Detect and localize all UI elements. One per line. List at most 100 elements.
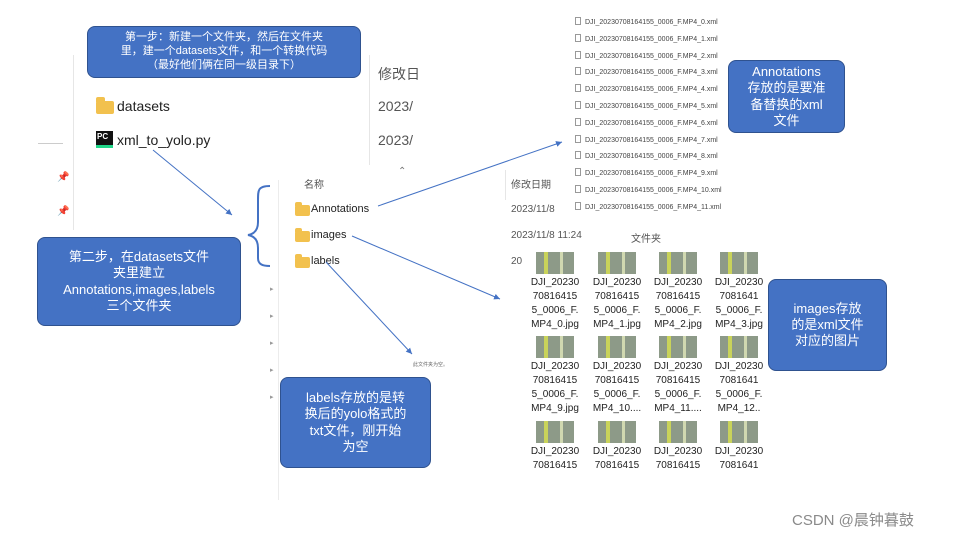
xml-file-row[interactable]: DJI_20230708164155_0006_F.MP4_7.xml [575, 134, 718, 144]
file-icon [575, 168, 581, 177]
xml-file-name: DJI_20230708164155_0006_F.MP4_4.xml [585, 86, 718, 94]
image-thumbnail [659, 336, 697, 358]
xml-file-name: DJI_20230708164155_0006_F.MP4_11.xml [585, 203, 722, 211]
xml-file-row[interactable]: DJI_20230708164155_0006_F.MP4_2.xml [575, 50, 718, 60]
xml-file-name: DJI_20230708164155_0006_F.MP4_1.xml [585, 35, 718, 43]
tree-expand-icon[interactable]: ▸ [270, 367, 274, 374]
tree-expand-icon[interactable]: ▸ [270, 340, 274, 347]
tree-expand-icon[interactable]: ▸ [270, 286, 274, 293]
image-thumbnail [659, 421, 697, 443]
folder-icon [96, 97, 114, 114]
folder-date: 20 [511, 256, 523, 267]
xml-file-row[interactable]: DJI_20230708164155_0006_F.MP4_4.xml [575, 84, 718, 93]
xml-file-row[interactable]: DJI_20230708164155_0006_F.MP4_9.xml [575, 168, 718, 177]
image-file-name: DJI_20230 70816415 5_0006_F. MP4_10.... [592, 361, 642, 414]
xml-file-name: DJI_20230708164155_0006_F.MP4_0.xml [585, 19, 718, 26]
explorer2-left-border [278, 180, 279, 500]
xml-file-row[interactable]: DJI_20230708164155_0006_F.MP4_6.xml [575, 117, 718, 127]
xml-file-name: DJI_20230708164155_0006_F.MP4_9.xml [585, 170, 718, 178]
xml-file-row[interactable]: DJI_20230708164155_0006_F.MP4_1.xml [575, 33, 718, 43]
column-header-date[interactable]: 修改日期 [511, 180, 551, 191]
callout-images: images存放 的是xml文件 对应的图片 [768, 279, 887, 371]
image-file-name: DJI_20230 7081641 5_0006_F. MP4_3.jpg [714, 277, 764, 330]
file-row-xml-to-yolo[interactable]: xml_to_yolo.py [117, 132, 211, 148]
folder-row-labels[interactable]: labels [311, 255, 340, 267]
image-file-name: DJI_20230 70816415 5_0006_F. MP4_9.jpg [530, 361, 580, 414]
image-thumbnail [536, 421, 574, 443]
python-file-icon: PC [96, 131, 113, 148]
pin-icon[interactable]: 📌 [57, 172, 70, 183]
column-divider [505, 170, 506, 200]
file-row-datasets[interactable]: datasets [117, 98, 170, 114]
image-thumbnail [536, 336, 574, 358]
xml-file-row[interactable]: DJI_20230708164155_0006_F.MP4_3.xml [575, 67, 718, 76]
py-icon-text: PC [97, 132, 109, 141]
xml-file-row[interactable]: DJI_20230708164155_0006_F.MP4_10.xml [575, 185, 722, 194]
image-thumbnail [536, 252, 574, 274]
image-thumbnail [720, 336, 758, 358]
image-thumbnail [598, 421, 636, 443]
callout-annotations: Annotations 存放的是要准 备替换的xml 文件 [728, 60, 845, 133]
image-file-name: DJI_20230 70816415 [653, 446, 703, 468]
image-file-name: DJI_20230 70816415 5_0006_F. MP4_1.jpg [592, 277, 642, 330]
folder-row-images[interactable]: images [311, 229, 347, 241]
explorer-left-line [38, 143, 63, 144]
file-icon [575, 50, 581, 59]
image-thumbnail [598, 252, 636, 274]
arrow-step1 [152, 149, 233, 216]
file-icon [575, 84, 581, 93]
xml-file-name: DJI_20230708164155_0006_F.MP4_7.xml [585, 136, 718, 144]
arrow-images [351, 235, 501, 300]
xml-file-name: DJI_20230708164155_0006_F.MP4_10.xml [585, 187, 722, 194]
image-thumbnail [720, 252, 758, 274]
image-thumbnail [720, 421, 758, 443]
arrow-annotations [377, 141, 563, 207]
file-icon [575, 151, 581, 160]
explorer-divider [369, 55, 370, 165]
image-file-name: DJI_20230 70816415 [592, 446, 642, 468]
file-icon [575, 201, 581, 210]
xml-file-row[interactable]: DJI_20230708164155_0006_F.MP4_11.xml [575, 201, 722, 211]
file-icon [575, 67, 581, 76]
tree-expand-icon[interactable]: ▸ [270, 394, 274, 401]
xml-file-name: DJI_20230708164155_0006_F.MP4_5.xml [585, 103, 718, 110]
image-thumbnail [659, 252, 697, 274]
xml-file-row[interactable]: DJI_20230708164155_0006_F.MP4_8.xml [575, 151, 718, 160]
callout-step1: 第一步：新建一个文件夹，然后在文件夹 里，建一个datasets文件，和一个转换… [87, 26, 361, 78]
empty-folder-text: 此文件夹为空。 [413, 362, 449, 368]
image-file-name: DJI_20230 70816415 5_0006_F. MP4_0.jpg [530, 277, 580, 330]
image-file-name: DJI_20230 7081641 5_0006_F. MP4_12.. [714, 361, 764, 414]
tree-expand-icon[interactable]: ▸ [270, 313, 274, 320]
file-icon [575, 134, 581, 143]
image-file-name: DJI_20230 70816415 [530, 446, 580, 468]
file-icon [575, 17, 581, 25]
file-row-date: 2023/ [378, 98, 414, 114]
sort-chevron-icon: ⌃ [398, 166, 407, 177]
image-file-name: DJI_20230 70816415 5_0006_F. MP4_11.... [653, 361, 703, 414]
callout-labels: labels存放的是转 换后的yolo格式的 txt文件，刚开始 为空 [280, 377, 431, 468]
xml-file-name: DJI_20230708164155_0006_F.MP4_6.xml [585, 119, 718, 127]
file-row-date: 2023/ [378, 132, 414, 148]
pin-icon[interactable]: 📌 [57, 206, 70, 217]
arrow-labels [325, 261, 413, 355]
image-file-name: DJI_20230 7081641 [714, 446, 764, 468]
folder-type: 文件夹 [631, 234, 661, 245]
file-icon [575, 117, 581, 126]
xml-file-name: DJI_20230708164155_0006_F.MP4_3.xml [585, 69, 718, 77]
folder-date: 2023/11/8 [511, 204, 555, 215]
brace [247, 185, 271, 267]
xml-file-row[interactable]: DJI_20230708164155_0006_F.MP4_0.xml [575, 17, 718, 26]
file-icon [575, 101, 581, 109]
image-thumbnail [598, 336, 636, 358]
folder-date: 2023/11/8 11:24 [511, 230, 582, 241]
folder-row-annotations[interactable]: Annotations [311, 203, 370, 215]
file-icon [575, 33, 581, 42]
callout-step2: 第二步，在datasets文件 夹里建立 Annotations,images,… [37, 237, 241, 326]
column-header-date[interactable]: 修改日 [378, 66, 420, 82]
folder-icon [295, 254, 310, 268]
folder-icon [295, 228, 310, 242]
xml-file-row[interactable]: DJI_20230708164155_0006_F.MP4_5.xml [575, 101, 718, 110]
column-header-name[interactable]: 名称 [304, 180, 324, 191]
explorer-left-border [73, 55, 74, 230]
